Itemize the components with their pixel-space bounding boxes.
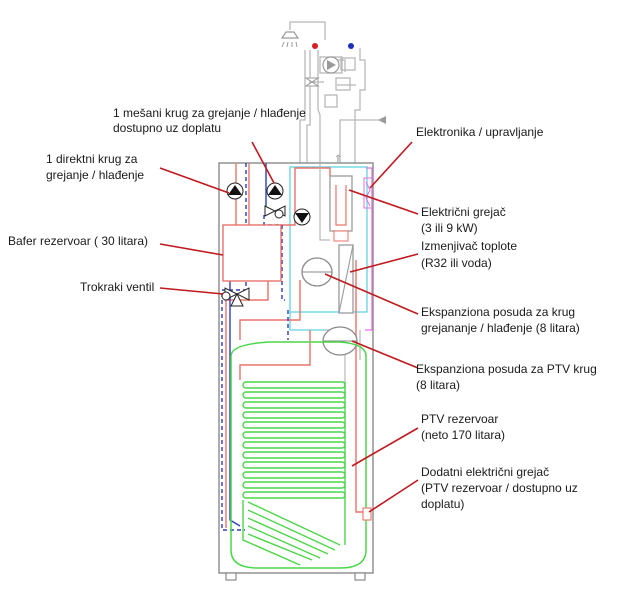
vent-arrow-icon: ⇑: [334, 154, 342, 165]
three-way-valve: [221, 287, 250, 307]
leader-heat-exchanger: [349, 253, 419, 273]
shower-icon: [280, 31, 300, 48]
electronics-module: [363, 177, 373, 209]
dhw-pump-icon: [322, 56, 340, 74]
hot-water-dot: [312, 43, 318, 49]
pump-direct-circuit: [226, 182, 244, 200]
label-extra-heater: Dodatni električni grejač (PTV rezervoar…: [421, 465, 581, 511]
leader-three-way-valve: [159, 287, 224, 295]
leader-extra-heater: [368, 479, 419, 513]
buffer-tank: [222, 224, 282, 282]
leader-electric-heater: [348, 189, 419, 215]
heat-exchanger: [338, 244, 354, 314]
mixing-valve: [264, 205, 286, 219]
leader-expansion-dhw: [351, 340, 419, 369]
label-direct-circuit: 1 direktni krug za grejanje / hlađenje: [46, 152, 144, 182]
expansion-vessel-heating: [301, 257, 333, 287]
pump-main: [293, 208, 311, 226]
dhw-heat-coil: [242, 381, 346, 566]
unit-foot-right: [354, 572, 366, 581]
top-piping: [289, 21, 380, 163]
leader-electronics: [369, 141, 413, 189]
label-electronics: Elektronika / upravljanje: [416, 125, 544, 139]
leader-mixed-circuit: [251, 141, 275, 184]
leader-dhw-tank: [351, 427, 419, 467]
cold-water-dot: [348, 43, 354, 49]
internal-piping: [221, 163, 373, 531]
dhw-tank: [230, 341, 367, 569]
leader-direct-circuit: [159, 167, 230, 194]
top-valve-icon: [304, 77, 320, 87]
pump-mixed-circuit: [266, 182, 284, 200]
label-expansion-dhw: Ekspanziona posuda za PTV krug (8 litara…: [416, 362, 600, 392]
label-heat-exchanger: Izmenjivač toplote (R32 ili voda): [421, 239, 520, 270]
extra-heater-element: [362, 507, 372, 521]
leader-expansion-heating: [324, 273, 419, 315]
expansion-vessel-dhw: [322, 326, 358, 356]
return-arrow-icon: [378, 116, 386, 124]
electric-heater: [329, 175, 353, 242]
leader-lines: [159, 141, 419, 513]
label-buffer-tank: Bafer rezervoar ( 30 litara): [8, 234, 148, 248]
leader-buffer-tank: [159, 243, 224, 256]
label-mixed-circuit: 1 mešani krug za grejanje / hlađenje dos…: [113, 106, 309, 135]
label-expansion-heating: Ekspanziona posuda za krug grejananje / …: [421, 305, 580, 335]
label-three-way-valve: Trokraki ventil: [80, 280, 154, 294]
label-dhw-tank: PTV rezervoar (neto 170 litara): [421, 412, 505, 442]
unit-foot-left: [225, 572, 237, 581]
label-electric-heater: Električni grejač (3 ili 9 kW): [421, 205, 509, 235]
